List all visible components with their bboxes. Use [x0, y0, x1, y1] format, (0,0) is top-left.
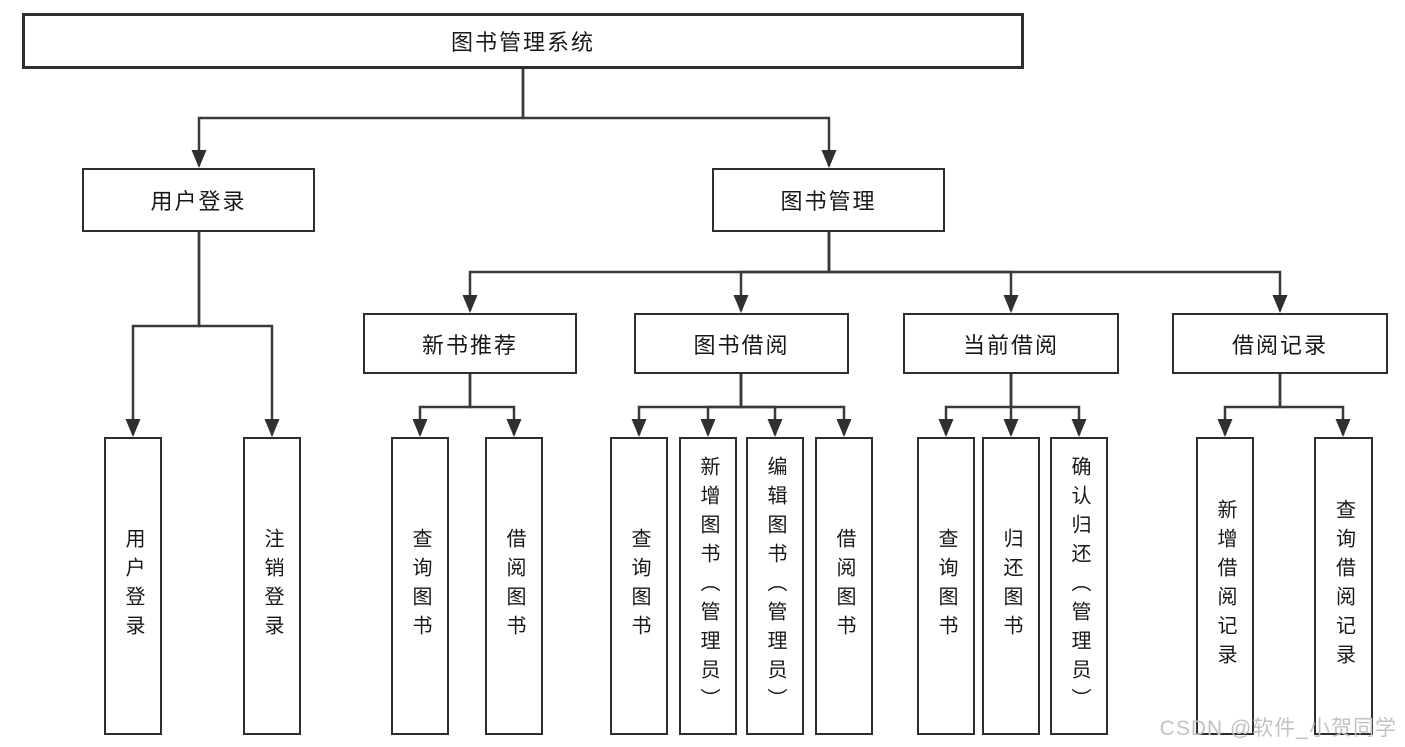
leaf-add-book-admin-label: 新增图书（管理员）	[697, 455, 719, 717]
edge-book-borrow-edit-book	[739, 374, 783, 437]
leaf-confirm-return-admin: 确认归还（管理员）	[1050, 437, 1108, 735]
node-borrow-records-label: 借阅记录	[1231, 332, 1328, 358]
edge-root-user-login	[191, 69, 525, 168]
leaf-query-book-recommend: 查询图书	[391, 437, 449, 735]
edge-book-mgmt-borrow-record	[827, 232, 1288, 313]
leaf-borrow-book-recommend: 借阅图书	[485, 437, 543, 735]
leaf-query-book-current: 查询图书	[917, 437, 975, 735]
leaf-query-book-borrowing: 查询图书	[610, 437, 668, 735]
node-user-login-label: 用户登录	[150, 189, 247, 214]
leaf-borrow-book-borrowing: 借阅图书	[815, 437, 873, 735]
node-book-borrowing-label: 图书借阅	[693, 332, 790, 358]
edge-new-book-rec-query-book	[412, 374, 472, 437]
leaf-query-book-borrowing-label: 查询图书	[628, 528, 650, 644]
leaf-user-login-label: 用户登录	[122, 528, 144, 644]
leaf-add-borrow-record: 新增借阅记录	[1196, 437, 1254, 735]
edge-book-borrow-query-book	[631, 374, 743, 437]
node-borrow-records: 借阅记录	[1172, 313, 1388, 374]
edge-book-borrow-add-book	[700, 374, 743, 437]
leaf-query-borrow-record: 查询借阅记录	[1314, 437, 1373, 735]
node-new-book-recommend-label: 新书推荐	[421, 332, 518, 358]
node-book-management-label: 图书管理	[780, 189, 877, 214]
leaf-add-book-admin: 新增图书（管理员）	[679, 437, 737, 735]
node-user-login: 用户登录	[82, 168, 315, 232]
node-current-borrowing-label: 当前借阅	[962, 332, 1059, 358]
leaf-query-borrow-record-label: 查询借阅记录	[1332, 499, 1355, 673]
leaf-logout: 注销登录	[243, 437, 301, 735]
leaf-return-book-label: 归还图书	[1000, 528, 1022, 644]
leaf-edit-book-admin: 编辑图书（管理员）	[746, 437, 804, 735]
node-library-system: 图书管理系统	[22, 13, 1024, 69]
edge-user-login-logout	[197, 232, 280, 437]
leaf-return-book: 归还图书	[982, 437, 1040, 735]
node-library-system-label: 图书管理系统	[450, 30, 595, 55]
node-book-management: 图书管理	[712, 168, 945, 232]
node-current-borrowing: 当前借阅	[903, 313, 1119, 374]
edge-borrow-record-query-record	[1278, 374, 1351, 437]
edge-borrow-record-add-record	[1217, 374, 1282, 437]
edge-root-book-mgmt	[521, 69, 837, 168]
edge-user-login-login	[125, 232, 201, 437]
leaf-borrow-book-recommend-label: 借阅图书	[503, 528, 525, 644]
csdn-watermark: CSDN @软件_小贺同学	[1159, 717, 1397, 740]
edge-book-borrow-borrow-book	[739, 374, 852, 437]
leaf-confirm-return-admin-label: 确认归还（管理员）	[1068, 455, 1090, 717]
node-new-book-recommend: 新书推荐	[363, 313, 577, 374]
leaf-borrow-book-borrowing-label: 借阅图书	[833, 528, 855, 644]
leaf-edit-book-admin-label: 编辑图书（管理员）	[764, 455, 786, 717]
edge-new-book-rec-borrow-book	[468, 374, 522, 437]
leaf-add-borrow-record-label: 新增借阅记录	[1214, 499, 1236, 673]
leaf-query-book-current-label: 查询图书	[935, 528, 957, 644]
edge-book-mgmt-book-borrow	[733, 232, 831, 313]
leaf-user-login: 用户登录	[104, 437, 162, 735]
leaf-query-book-recommend-label: 查询图书	[409, 528, 431, 644]
node-book-borrowing: 图书借阅	[634, 313, 849, 374]
leaf-logout-label: 注销登录	[261, 528, 283, 644]
edge-current-borrow-query-book	[938, 374, 1013, 437]
edge-current-borrow-confirm-return	[1009, 374, 1087, 437]
